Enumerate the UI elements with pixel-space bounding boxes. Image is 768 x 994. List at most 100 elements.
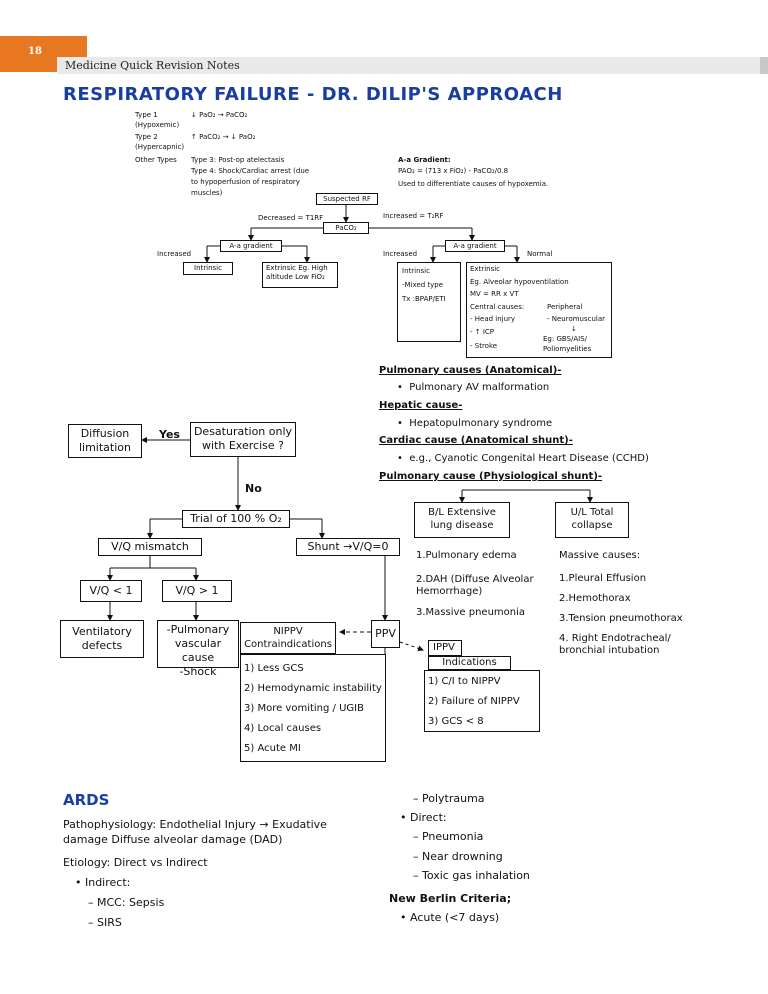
diffusion-line: Diffusion [80,427,130,440]
header-bar [57,57,768,74]
ul-cause: 3.Tension pneumothorax [559,613,683,624]
ul-cause: 2.Hemothorax [559,593,631,604]
ards-item: – MCC: Sepsis [88,896,165,909]
ul-collapse-box: U/L Total collapse [555,502,629,538]
ul-cause: bronchial intubation [559,645,660,656]
indications-list: 1) C/I to NIPPV 2) Failure of NIPPV 3) G… [424,670,540,732]
ul-causes-list: Massive causes: 1.Pleural Effusion 2.Hem… [559,550,683,657]
ci-item: 1) Less GCS [244,663,304,674]
bl-extensive-box: B/L Extensive lung disease [414,502,510,538]
bl-cause: 1.Pulmonary edema [416,550,517,561]
type1-sub: (Hypoxemic) [135,121,180,129]
diffusion-limitation-box: Diffusion limitation [68,424,142,458]
other-type-line: muscles) [191,189,223,197]
aa-gradient-formula: PAO₂ = (713 x FiO₂) - PaCO₂/0.8 [398,167,509,175]
left-increased-label: Increased [157,250,192,258]
ci-item: 5) Acute MI [244,743,301,754]
bl-line: B/L Extensive [428,507,496,518]
nippv-line: NIPPV [273,626,303,637]
cardiac-item-text: e.g., Cyanotic Congenital Heart Disease … [409,453,649,464]
ci-item: 4) Local causes [244,723,322,734]
ippv-box: IPPV [428,640,462,656]
ul-cause-head: Massive causes: [559,550,641,561]
left-intrinsic-box: Intrinsic [183,262,233,275]
right-intrinsic-box: Intrinsic -Mixed type Tx :BPAP/ETI [397,262,461,342]
page-number: 18 [28,46,42,57]
pulm-phys-heading: Pulmonary cause (Physiological shunt)- [379,471,603,482]
right-intrinsic-line: Intrinsic [402,267,430,275]
ards-heading: ARDS [63,791,110,809]
trial-o2-box: Trial of 100 % O₂ [182,510,290,528]
hepatic-item-text: Hepatopulmonary syndrome [409,418,553,429]
ards-etiology: Etiology: Direct vs Indirect [63,856,208,869]
ppv-box: PPV [371,620,400,648]
extrinsic-line: - Neuromuscular [547,315,606,323]
ards-item: – Polytrauma [413,792,485,805]
decreased-label: Decreased = T1RF [258,214,324,222]
down-arrow-icon: ↓ [571,325,577,333]
right-intrinsic-line: Tx :BPAP/ETI [402,295,446,303]
ind-item: 3) GCS < 8 [428,716,484,727]
ards-pathophysiology: Pathophysiology: Endothelial Injury → Ex… [63,817,368,847]
normal-label: Normal [527,250,553,258]
left-extrinsic-line: Extrinsic Eg. High [266,264,328,272]
patho-line: damage Diffuse alveolar damage (DAD) [63,833,283,846]
bl-line: lung disease [430,520,494,531]
type2-desc: ↑ PaCO₂ → ↓ PaO₂ [191,133,256,141]
left-extrinsic-line: altitude Low FiO₂ [266,273,325,281]
yes-label: Yes [159,428,180,441]
extrinsic-line: Peripheral [547,303,583,311]
ards-item: – Near drowning [413,850,503,863]
ards-item: • Acute (<7 days) [400,911,500,924]
right-intrinsic-line: -Mixed type [402,281,444,289]
desaturation-line: with Exercise ? [202,439,284,452]
bl-cause: 2.DAH (Diffuse Alveolar [416,574,534,585]
ards-indirect: • Indirect: [75,876,131,889]
indications-box: Indications [428,656,511,670]
extrinsic-line: Poliomyelities [543,345,592,353]
other-type-line: to hypoperfusion of respiratory [191,178,300,186]
extrinsic-line: - Head injury [470,315,516,323]
ind-item: 2) Failure of NIPPV [428,696,520,707]
pulm-anat-heading: Pulmonary causes (Anatomical)- [379,365,562,376]
extrinsic-line: Eg. Alveolar hypoventilation [470,278,569,286]
type2-label: Type 2 [135,133,158,141]
extrinsic-line: Extrinsic [470,265,501,273]
other-type-line: Type 4: Shock/Cardiac arrest (due [191,167,310,175]
extrinsic-line: - Stroke [470,342,498,350]
bl-cause: 3.Massive pneumonia [416,607,526,618]
extrinsic-line: Central causes: [470,303,525,311]
paco2-box: PaCO₂ [323,222,369,234]
other-type-line: Type 3: Post-op atelectasis [191,156,285,164]
shunt-box: Shunt →V/Q=0 [296,538,400,556]
pvc-line: vascular cause [174,637,222,664]
ul-cause: 1.Pleural Effusion [559,573,647,584]
type1-label: Type 1 [135,111,158,119]
pulm-anat-item: • Pulmonary AV malformation [397,382,550,393]
aa-gradient-title: A-a Gradient: [398,156,451,164]
hepatic-heading: Hepatic cause- [379,400,463,411]
type2-sub: (Hypercapnic) [135,143,185,151]
nippv-line: Contraindications [244,639,332,650]
bl-cause: Hemorrhage) [416,586,483,597]
vq-greater-box: V/Q > 1 [162,580,232,602]
diffusion-line: limitation [78,441,131,454]
ul-line: U/L Total [570,507,614,518]
ventilatory-line: Ventilatory [72,625,132,638]
header-edge [760,57,768,74]
berlin-criteria-heading: New Berlin Criteria; [389,892,512,905]
extrinsic-line: MV = RR x VT [470,290,519,298]
pvc-line: -Shock [179,665,217,678]
ci-item: 3) More vomiting / UGIB [244,703,364,714]
hepatic-item: • Hepatopulmonary syndrome [397,418,553,429]
right-aa-gradient-box: A-a gradient [445,240,505,252]
ards-item: – SIRS [88,916,122,929]
nippv-ci-box: NIPPV Contraindications [240,622,336,654]
ards-item: – Toxic gas inhalation [413,869,530,882]
desaturation-line: Desaturation only [193,425,293,438]
cardiac-heading: Cardiac cause (Anatomical shunt)- [379,435,573,446]
ards-direct: • Direct: [400,811,447,824]
increased-label: Increased = T₂RF [383,212,444,220]
ventilatory-line: defects [81,639,123,652]
